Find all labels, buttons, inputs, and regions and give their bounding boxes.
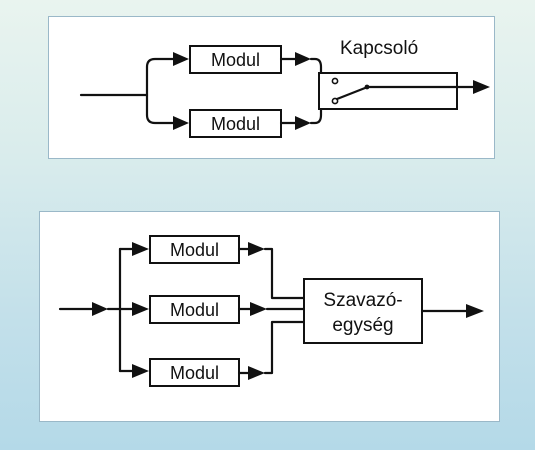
arrow-icon bbox=[173, 116, 189, 130]
module-box-1 bbox=[149, 235, 240, 264]
arrow-icon bbox=[248, 242, 265, 256]
voter-input-1 bbox=[263, 247, 306, 300]
voter-box bbox=[303, 278, 423, 344]
arrow-icon bbox=[466, 304, 484, 318]
voting-redundancy-diagram: Modul Modul Modul Szavazó- egység bbox=[39, 211, 500, 422]
voter-label-line-1: Szavazó- bbox=[323, 290, 402, 311]
module-label-2: Modul bbox=[211, 114, 260, 134]
arrow-icon bbox=[248, 366, 265, 380]
arrow-icon bbox=[92, 302, 108, 316]
arrow-icon bbox=[250, 302, 267, 316]
switch-lever bbox=[335, 86, 367, 101]
voter-diagram-svg: Modul Modul Modul Szavazó- egység bbox=[58, 235, 484, 387]
switch-redundancy-diagram: Modul Modul Kapcsoló bbox=[48, 16, 495, 159]
voter-label-line-2: egység bbox=[332, 315, 393, 336]
branch-top bbox=[145, 57, 179, 69]
switch-input-bottom bbox=[309, 101, 333, 125]
arrow-icon bbox=[132, 242, 149, 256]
arrow-icon bbox=[295, 116, 311, 130]
module-label-2: Modul bbox=[170, 300, 219, 320]
module-label-1: Modul bbox=[211, 50, 260, 70]
module-label-3: Modul bbox=[170, 363, 219, 383]
arrow-icon bbox=[173, 52, 189, 66]
module-label-1: Modul bbox=[170, 240, 219, 260]
module-box-2 bbox=[149, 295, 240, 324]
arrow-icon bbox=[295, 52, 311, 66]
arrow-icon bbox=[132, 364, 149, 378]
arrow-icon bbox=[132, 302, 149, 316]
arrow-icon bbox=[473, 80, 490, 94]
switch-input-top bbox=[309, 57, 333, 79]
switch-label: Kapcsoló bbox=[340, 38, 418, 59]
switch-diagram-svg: Modul Modul Kapcsoló bbox=[79, 38, 490, 138]
switch-box bbox=[318, 72, 458, 110]
switch-contact-top bbox=[331, 77, 339, 85]
branch-bottom bbox=[145, 113, 179, 125]
voter-input-3 bbox=[263, 320, 306, 375]
module-box-3 bbox=[149, 358, 240, 387]
